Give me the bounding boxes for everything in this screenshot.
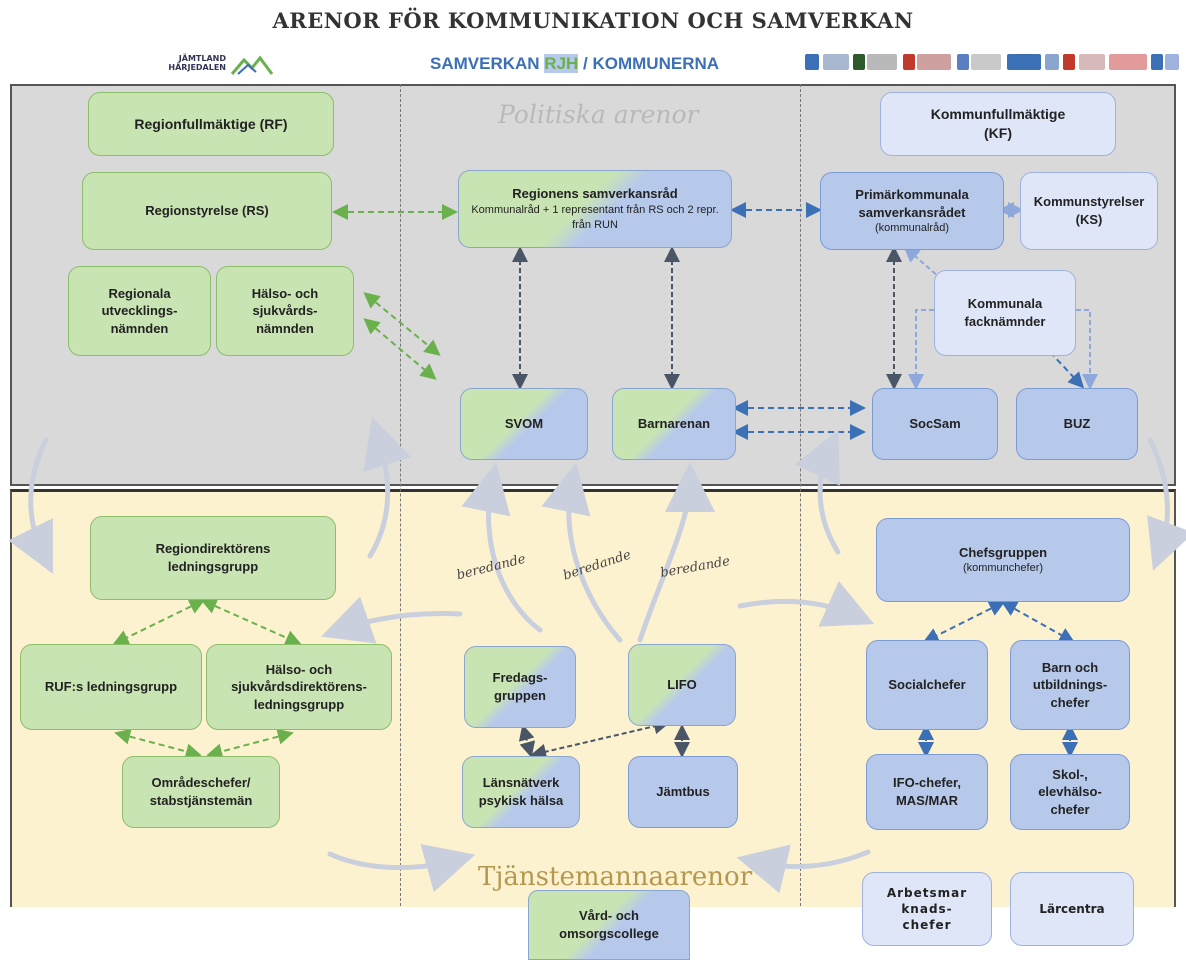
page-title: ARENOR FÖR KOMMUNIKATION OCH SAMVERKAN bbox=[272, 8, 914, 33]
kommunala-facknamnder-box: Kommunala facknämnder bbox=[934, 270, 1076, 356]
larcentra-box: Lärcentra bbox=[1010, 872, 1134, 946]
muni-logo-15 bbox=[1165, 54, 1179, 70]
ifo-chefer-box: IFO-chefer, MAS/MAR bbox=[866, 754, 988, 830]
halso-och-sjukvardsdirektorens-ledningsgrupp-box: Hälso- och sjukvårdsdirektörens-lednings… bbox=[206, 644, 392, 730]
chefsgruppen-box: Chefsgruppen (kommunchefer) bbox=[876, 518, 1130, 602]
political-arenas-label: Politiska arenor bbox=[498, 100, 699, 129]
officials-arenas-label: Tjänstemannaarenor bbox=[478, 862, 753, 892]
regionfullmaktige-box: Regionfullmäktige (RF) bbox=[88, 92, 334, 156]
kommunfullmaktige-box: Kommunfullmäktige (KF) bbox=[880, 92, 1116, 156]
kommunstyrelser-box: Kommunstyrelser (KS) bbox=[1020, 172, 1158, 250]
muni-logo-12 bbox=[1079, 54, 1105, 70]
muni-logo-7 bbox=[957, 54, 969, 70]
muni-logo-10 bbox=[1045, 54, 1059, 70]
muni-logo-13 bbox=[1109, 54, 1147, 70]
regionala-utvecklingsnamnden-box: Regionala utvecklings-nämnden bbox=[68, 266, 211, 356]
halso-och-sjukvardsnamnden-box: Hälso- och sjukvårds-nämnden bbox=[216, 266, 354, 356]
municipality-logos bbox=[805, 50, 1180, 76]
primarkommunala-samverkansradet-box: Primärkommunala samverkansrådet (kommuna… bbox=[820, 172, 1004, 250]
regiondirektorens-ledningsgrupp-box: Regiondirektörens ledningsgrupp bbox=[90, 516, 336, 600]
muni-logo-5 bbox=[903, 54, 915, 70]
muni-logo-3 bbox=[853, 54, 865, 70]
muni-logo-2 bbox=[823, 54, 849, 70]
barnarenan-box: Barnarenan bbox=[612, 388, 736, 460]
lifo-box: LIFO bbox=[628, 644, 736, 726]
region-logo-text: JÄMTLAND HÄRJEDALEN bbox=[168, 54, 226, 72]
socialchefer-box: Socialchefer bbox=[866, 640, 988, 730]
lansnatverk-psykisk-halsa-box: Länsnätverk psykisk hälsa bbox=[462, 756, 580, 828]
region-logo: JÄMTLAND HÄRJEDALEN bbox=[140, 52, 280, 80]
muni-logo-9 bbox=[1007, 54, 1041, 70]
muni-logo-11 bbox=[1063, 54, 1075, 70]
skol-elevhalsochefer-box: Skol-, elevhälso-chefer bbox=[1010, 754, 1130, 830]
vard-och-omsorgscollege-box: Vård- och omsorgscollege bbox=[528, 890, 690, 960]
mountain-logo-icon bbox=[230, 55, 274, 75]
regionens-samverkansrad-box: Regionens samverkansråd Kommunalråd + 1 … bbox=[458, 170, 732, 248]
rufs-ledningsgrupp-box: RUF:s ledningsgrupp bbox=[20, 644, 202, 730]
socsam-box: SocSam bbox=[872, 388, 998, 460]
omradeschefer-box: Områdeschefer/ stabstjänstemän bbox=[122, 756, 280, 828]
arbetsmarknadschefer-box: Arbetsmar knads-chefer bbox=[862, 872, 992, 946]
buz-box: BUZ bbox=[1016, 388, 1138, 460]
column-divider-left bbox=[400, 84, 401, 906]
jamtbus-box: Jämtbus bbox=[628, 756, 738, 828]
fredagsgruppen-box: Fredags-gruppen bbox=[464, 646, 576, 728]
subheading: SAMVERKAN RJH / KOMMUNERNA bbox=[430, 54, 720, 73]
muni-logo-4 bbox=[867, 54, 897, 70]
muni-logo-14 bbox=[1151, 54, 1163, 70]
muni-logo-6 bbox=[917, 54, 951, 70]
muni-logo-8 bbox=[971, 54, 1001, 70]
muni-logo-1 bbox=[805, 54, 819, 70]
regionstyrelse-box: Regionstyrelse (RS) bbox=[82, 172, 332, 250]
svom-box: SVOM bbox=[460, 388, 588, 460]
barn-och-utbildningschefer-box: Barn och utbildnings-chefer bbox=[1010, 640, 1130, 730]
column-divider-right bbox=[800, 84, 801, 906]
